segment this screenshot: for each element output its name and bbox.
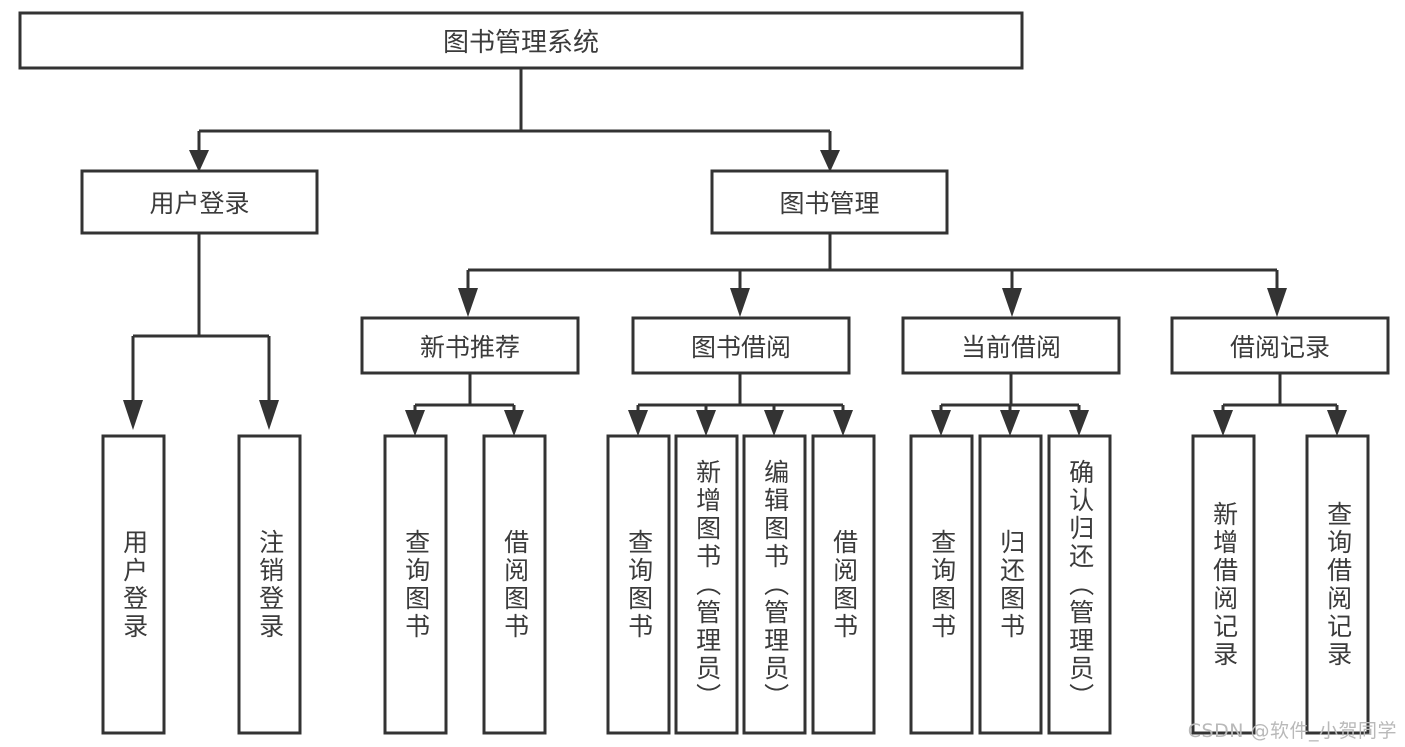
arrow-to-leaf-query-book-2 <box>628 410 648 436</box>
node-box-current-borrow[interactable] <box>901 316 1121 375</box>
arrow-to-leaf-confirm-return <box>1069 410 1089 436</box>
node-box-leaf-user-login[interactable] <box>101 434 166 735</box>
arrow-to-leaf-query-record <box>1327 410 1347 436</box>
node-box-leaf-query-book-1[interactable] <box>383 434 448 735</box>
node-box-user-login[interactable] <box>80 169 319 235</box>
node-box-leaf-add-book[interactable] <box>674 434 739 735</box>
watermark-text: CSDN @软件_小贺同学 <box>1187 720 1397 742</box>
arrow-to-leaf-borrow-book-1 <box>504 410 524 436</box>
arrow-to-book-borrow <box>730 288 750 317</box>
node-boxes <box>18 11 1390 735</box>
node-box-leaf-query-book-2[interactable] <box>606 434 671 735</box>
arrow-to-new-book-rec <box>458 288 478 317</box>
node-box-leaf-return-book[interactable] <box>978 434 1043 735</box>
node-box-root[interactable] <box>18 11 1024 70</box>
arrow-to-leaf-query-book-1 <box>405 410 425 436</box>
arrow-to-leaf-add-book <box>696 410 716 436</box>
arrow-to-leaf-borrow-book-2 <box>833 410 853 436</box>
node-box-new-book-rec[interactable] <box>360 316 580 375</box>
node-box-leaf-query-book-3[interactable] <box>909 434 974 735</box>
arrow-to-borrow-record <box>1267 288 1287 317</box>
arrow-to-leaf-return-book <box>1000 410 1020 436</box>
node-box-borrow-record[interactable] <box>1170 316 1390 375</box>
arrow-to-book-manage <box>820 150 840 172</box>
node-box-leaf-borrow-book-1[interactable] <box>482 434 547 735</box>
arrow-to-leaf-edit-book <box>764 410 784 436</box>
node-box-book-borrow[interactable] <box>631 316 851 375</box>
connectors <box>123 68 1347 436</box>
arrow-to-leaf-add-record <box>1213 410 1233 436</box>
arrow-to-leaf-user-login <box>123 400 143 430</box>
node-box-leaf-query-record[interactable] <box>1305 434 1370 735</box>
node-box-leaf-confirm-return[interactable] <box>1047 434 1112 735</box>
node-box-leaf-user-logout[interactable] <box>237 434 302 735</box>
arrow-to-leaf-query-book-3 <box>931 410 951 436</box>
arrow-to-user-login <box>189 150 209 172</box>
arrow-to-current-borrow <box>1002 288 1022 317</box>
node-box-book-manage[interactable] <box>710 169 949 235</box>
node-box-leaf-edit-book[interactable] <box>742 434 807 735</box>
arrow-to-leaf-user-logout <box>259 400 279 430</box>
node-box-leaf-add-record[interactable] <box>1191 434 1256 735</box>
node-box-leaf-borrow-book-2[interactable] <box>811 434 876 735</box>
